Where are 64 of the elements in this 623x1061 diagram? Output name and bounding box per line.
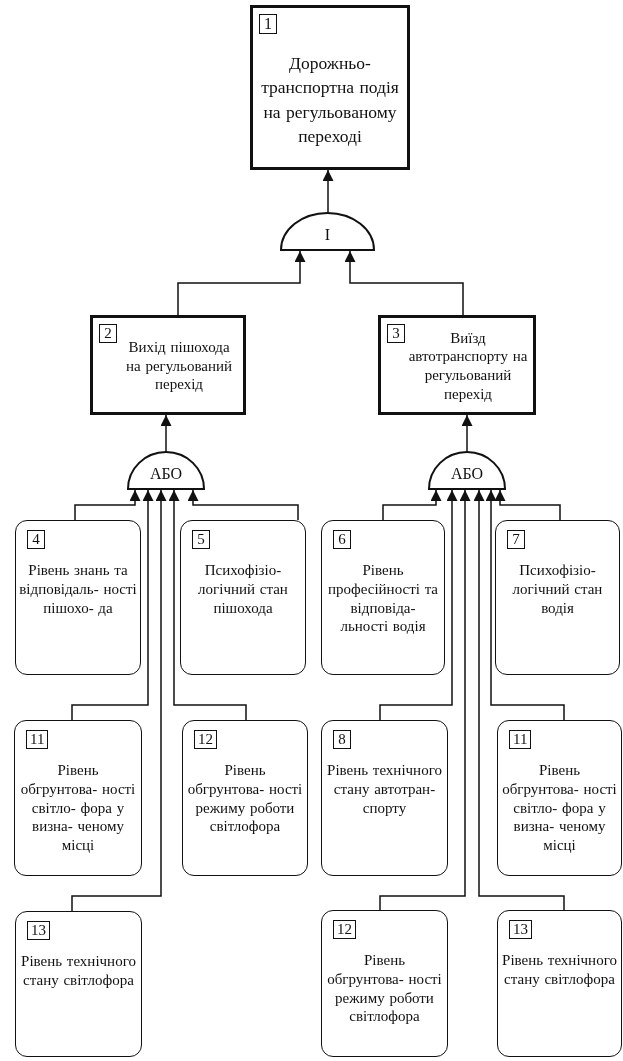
event-box [250, 5, 410, 170]
arrow [485, 489, 565, 721]
event-number: 2 [99, 324, 117, 343]
event-box [321, 720, 448, 876]
event-text: Рівень обгрунтова- ності світло- фора у визна- ченому місці [19, 761, 137, 855]
arrow [379, 489, 471, 911]
event-number: 4 [27, 530, 45, 549]
event-text: Рівень обгрунтова- ності режиму роботи світлофора [186, 761, 304, 836]
event-number: 13 [509, 920, 532, 939]
event-number: 3 [387, 324, 405, 343]
event-number: 8 [333, 730, 351, 749]
event-text: Вихід пішохода на регульований перехід [124, 337, 233, 395]
logic-gate [280, 213, 375, 251]
event-box [321, 910, 448, 1057]
event-text: Рівень технічного стану світлофора [20, 952, 137, 990]
event-text: Рівень обгрунтова- ності режиму роботи світлофора [326, 951, 443, 1026]
event-text: Рівень технічного стану світлофора [501, 951, 618, 989]
arrow [494, 489, 561, 521]
arrow [71, 489, 154, 721]
arrow [382, 489, 442, 521]
event-number: 12 [333, 920, 356, 939]
event-number: 13 [27, 921, 50, 940]
arrow [74, 489, 141, 521]
event-box [378, 315, 536, 415]
event-number: 1 [259, 14, 277, 34]
event-box [321, 520, 445, 675]
event-box [180, 520, 306, 675]
arrow [177, 250, 306, 316]
event-text: Виїзд автотранспорту на регульований перехід [407, 328, 529, 404]
event-number: 6 [333, 530, 351, 549]
event-box [497, 720, 622, 876]
event-text: Психофізіо- логічний стан пішохода [197, 561, 289, 618]
event-box [182, 720, 308, 876]
event-text: Рівень знань та відповідаль- ності пішохо- да [19, 561, 137, 618]
gate-label: I [324, 227, 331, 243]
event-box [497, 910, 622, 1057]
event-text: Рівень технічного стану автотран- спорту [326, 761, 443, 818]
gate-label: АБО [149, 466, 183, 482]
event-text: Рівень професійності та відповіда- льності водія [326, 561, 440, 636]
event-number: 12 [194, 730, 217, 749]
arrow [379, 489, 458, 721]
arrow [461, 414, 473, 453]
event-box [14, 720, 142, 876]
arrow [160, 414, 172, 453]
event-text: Дорожньо-транспортна подія на регульованому переході [260, 51, 400, 148]
event-number: 11 [509, 730, 532, 749]
arrow [187, 489, 299, 521]
event-number: 5 [192, 530, 210, 549]
arrow [168, 489, 247, 721]
event-number: 7 [507, 530, 525, 549]
event-box [15, 520, 141, 675]
arrow [322, 169, 334, 214]
arrow [344, 250, 464, 316]
arrow [473, 489, 565, 911]
gate-label: АБО [450, 466, 484, 482]
logic-gate [127, 452, 205, 490]
event-box [90, 315, 246, 415]
logic-gate [428, 452, 506, 490]
event-number: 11 [26, 730, 49, 749]
event-text: Рівень обгрунтова- ності світло- фора у визна- ченому місці [501, 761, 618, 855]
event-box [15, 911, 142, 1057]
arrow [71, 489, 167, 912]
event-box [495, 520, 620, 675]
event-text: Психофізіо- логічний стан водія [511, 561, 604, 618]
